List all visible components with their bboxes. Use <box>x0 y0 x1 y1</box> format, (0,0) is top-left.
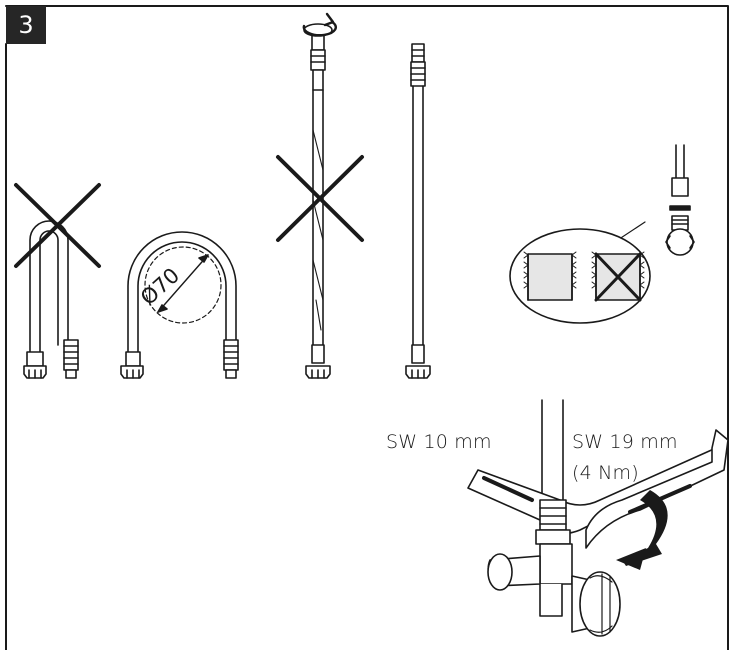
panel-frame <box>5 5 729 650</box>
tighten-arrow-icon <box>616 490 668 570</box>
hose-twisted <box>303 23 333 379</box>
cross-mark-icon <box>594 252 642 302</box>
cross-mark-icon <box>14 183 101 268</box>
hose-straight <box>405 43 431 379</box>
rotate-arrow-icon <box>302 12 337 37</box>
step-number-badge: 3 <box>6 6 46 44</box>
wrench-small-label: SW 10 mm <box>386 431 492 453</box>
wrench-assembly <box>467 399 729 637</box>
thread-detail <box>509 144 695 324</box>
hose-correct-bend <box>120 231 239 379</box>
hose-tight-bend <box>23 220 79 379</box>
torque-label: (4 Nm) <box>572 462 639 484</box>
wrench-large-label: SW 19 mm <box>572 431 678 453</box>
cross-mark-icon <box>276 155 364 242</box>
